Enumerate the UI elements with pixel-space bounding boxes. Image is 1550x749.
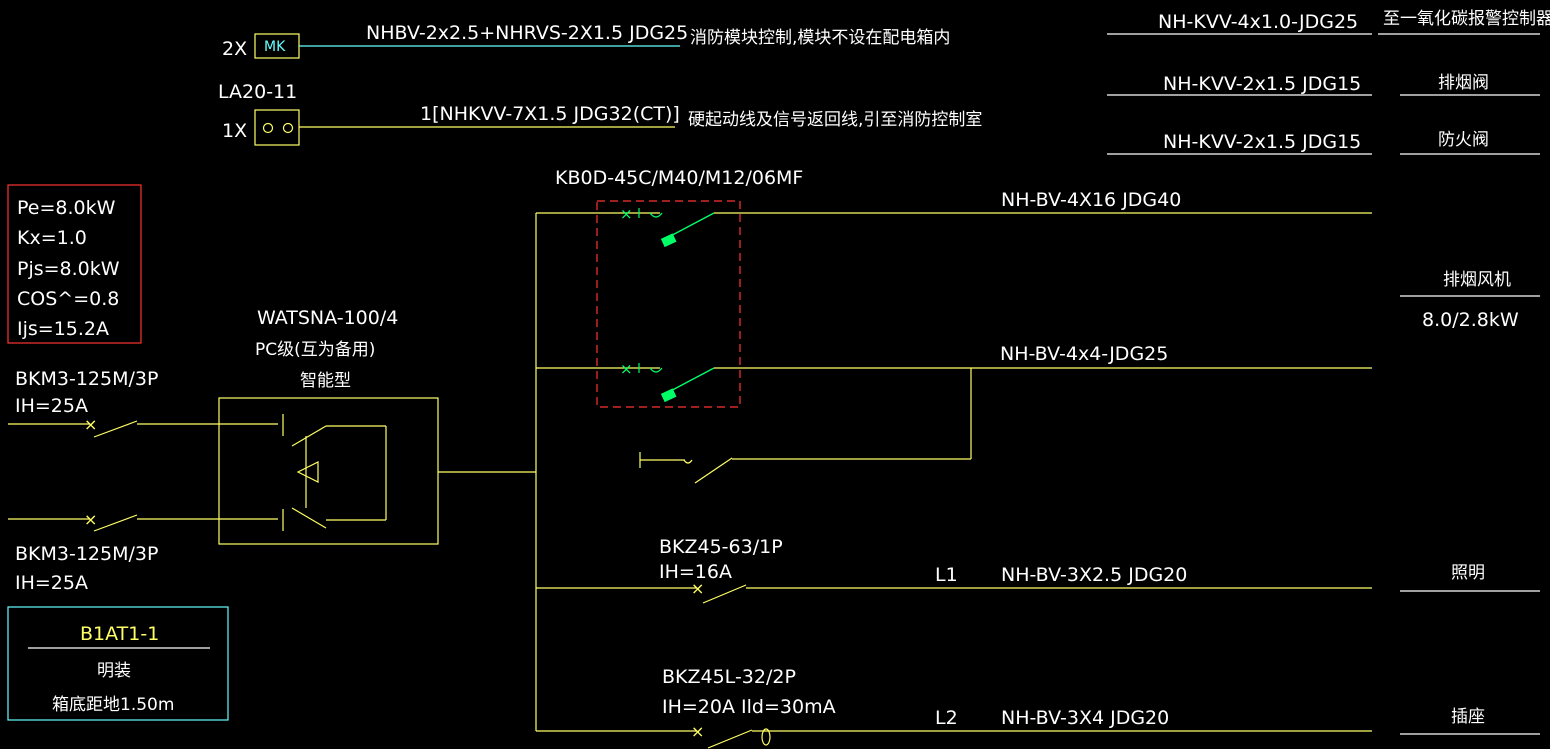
breaker-x-icon: ×	[84, 510, 97, 529]
fan-load: 排烟风机 8.0/2.8kW	[1400, 270, 1540, 331]
calc-pe: Pe=8.0kW	[17, 197, 116, 219]
breaker1-rating: IH=25A	[15, 395, 88, 417]
incoming-breaker-2: × BKM3-125M/3P IH=25A	[8, 510, 278, 594]
button-qty: 1X	[222, 120, 247, 142]
lighting-circuit: BKZ45-63/1P IH=16A × L1 NH-BV-3X2.5 JDG2…	[536, 536, 1540, 604]
thermal-icon	[683, 459, 693, 464]
starter-x-icon: ×	[620, 205, 633, 223]
light-phase: L1	[935, 564, 958, 586]
module-note: 消防模块控制,模块不设在配电箱内	[690, 28, 950, 48]
coil-icon	[660, 233, 677, 248]
button-cable: 1[NHKVV-7X1.5 JDG32(CT)]	[420, 103, 680, 125]
calc-cos: COS^=0.8	[17, 288, 119, 310]
breaker2-model: BKM3-125M/3P	[15, 543, 158, 565]
ats-blade	[291, 425, 327, 447]
calc-ijs: Ijs=15.2A	[17, 318, 109, 340]
light-cable: NH-BV-3X2.5 JDG20	[1001, 564, 1187, 586]
rcd-icon	[761, 728, 771, 746]
breaker2-rating: IH=25A	[15, 572, 88, 594]
button-contact-icon	[262, 122, 274, 134]
starter-x-icon: ×	[620, 360, 633, 378]
breaker-blade	[93, 514, 138, 532]
triangle-icon	[296, 461, 319, 483]
coil-icon	[660, 388, 677, 403]
module-symbol: MK	[264, 39, 286, 55]
ats-frame	[218, 397, 439, 545]
button-model: LA20-11	[218, 81, 297, 103]
box-id: B1AT1-1	[80, 623, 159, 645]
start-button-control: LA20-11 1X 1[NHKVV-7X1.5 JDG32(CT)] 硬起动线…	[218, 81, 982, 146]
box-height: 箱底距地1.50m	[52, 695, 174, 715]
module-qty: 2X	[222, 38, 247, 60]
breaker-blade	[702, 584, 747, 604]
aux-blade	[694, 457, 733, 484]
socket-phase: L2	[935, 707, 958, 729]
socket-cable: NH-BV-3X4 JDG20	[1001, 707, 1169, 729]
ats-grade: PC级(互为备用)	[255, 340, 375, 360]
button-contact-icon	[282, 122, 294, 134]
breaker-x-icon: ×	[84, 415, 97, 434]
socket-breaker-model: BKZ45L-32/2P	[662, 666, 796, 688]
right-control-circuits: NH-KVV-4x1.0-JDG25 至一氧化碳报警控制器 NH-KVV-2x1…	[1107, 9, 1550, 155]
load-calc-box: Pe=8.0kW Kx=1.0 Pjs=8.0kW COS^=0.8 Ijs=1…	[7, 184, 142, 344]
light-breaker-model: BKZ45-63/1P	[659, 536, 783, 558]
ats-model: WATSNA-100/4	[257, 307, 398, 329]
starter-frame	[596, 200, 741, 408]
thermal-icon	[649, 212, 663, 218]
kb0-starter: KB0D-45C/M40/M12/06MF × NH-BV-4X16 JDG40…	[536, 167, 1372, 408]
breaker1-model: BKM3-125M/3P	[15, 368, 158, 390]
button-note: 硬起动线及信号返回线,引至消防控制室	[688, 110, 982, 130]
circuit-cable: NH-KVV-2x1.5 JDG15	[1163, 131, 1361, 153]
light-breaker-rating: IH=16A	[659, 561, 732, 583]
circuit-load: 至一氧化碳报警控制器	[1383, 9, 1550, 29]
breaker-x-icon: ×	[691, 579, 704, 598]
starter-model: KB0D-45C/M40/M12/06MF	[555, 167, 803, 189]
breaker-blade	[93, 420, 138, 438]
circuit-load: 防火阀	[1438, 130, 1489, 150]
circuit-cable: NH-KVV-4x1.0-JDG25	[1158, 11, 1358, 33]
fan-power: 8.0/2.8kW	[1422, 309, 1519, 331]
incoming-breaker-1: BKM3-125M/3P IH=25A ×	[8, 368, 278, 438]
fire-module-control: 2X MK NHBV-2x2.5+NHRVS-2X1.5 JDG25 消防模块控…	[222, 22, 950, 60]
socket-circuit: BKZ45L-32/2P IH=20A Ild=30mA × L2 NH-BV-…	[536, 666, 1540, 749]
circuit-load: 排烟阀	[1438, 73, 1489, 93]
calc-frame	[7, 184, 142, 344]
calc-pjs: Pjs=8.0kW	[17, 258, 120, 280]
ats-switch: WATSNA-100/4 PC级(互为备用) 智能型	[218, 307, 536, 545]
box-label: B1AT1-1 明装 箱底距地1.50m	[7, 606, 229, 721]
fan-cable-high: NH-BV-4X16 JDG40	[1001, 189, 1181, 211]
ats-blade	[291, 507, 327, 529]
socket-load: 插座	[1451, 707, 1485, 727]
box-frame	[7, 606, 229, 721]
breaker-blade	[707, 729, 753, 749]
socket-breaker-rating: IH=20A Ild=30mA	[662, 696, 836, 718]
thermal-icon	[649, 367, 663, 373]
circuit-cable: NH-KVV-2x1.5 JDG15	[1163, 73, 1361, 95]
breaker-x-icon: ×	[691, 722, 704, 741]
module-cable: NHBV-2x2.5+NHRVS-2X1.5 JDG25	[366, 22, 688, 44]
aux-contact	[639, 368, 972, 484]
light-load: 照明	[1451, 563, 1485, 583]
ats-type: 智能型	[300, 371, 351, 391]
fan-cable-low: NH-BV-4x4-JDG25	[1000, 343, 1168, 365]
fan-name: 排烟风机	[1443, 270, 1511, 290]
box-mount: 明装	[97, 661, 131, 681]
calc-kx: Kx=1.0	[17, 227, 87, 249]
